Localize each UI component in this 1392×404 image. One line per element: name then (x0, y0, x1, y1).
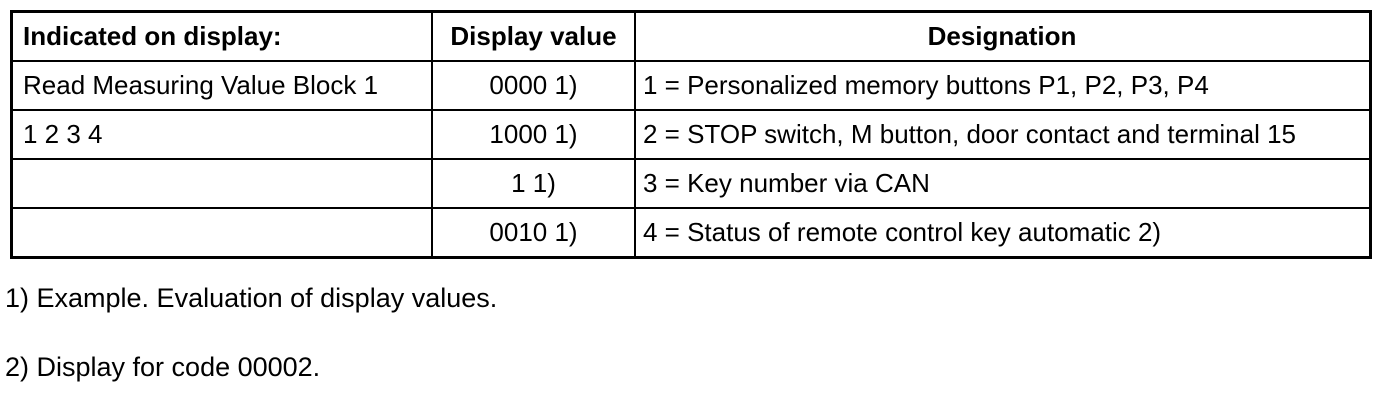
footnote-2: 2) Display for code 00002. (5, 352, 321, 382)
column-header-display-value: Display value (431, 10, 636, 62)
table-row: 1 2 3 4 1000 1) 2 = STOP switch, M butto… (10, 109, 1372, 160)
footnote-1: 1) Example. Evaluation of display values… (5, 283, 498, 313)
table-row: 0010 1) 4 = Status of remote control key… (10, 207, 1372, 259)
cell-display-value: 0000 1) (431, 60, 636, 111)
cell-designation: 3 = Key number via CAN (634, 158, 1372, 209)
cell-designation: 2 = STOP switch, M button, door contact … (634, 109, 1372, 160)
cell-display-value: 1 1) (431, 158, 636, 209)
cell-display-value: 0010 1) (431, 207, 636, 259)
table-row: Read Measuring Value Block 1 0000 1) 1 =… (10, 60, 1372, 111)
table-row: 1 1) 3 = Key number via CAN (10, 158, 1372, 209)
cell-indicated: 1 2 3 4 (10, 109, 433, 160)
column-header-indicated-on-display: Indicated on display: (10, 10, 433, 62)
cell-indicated (10, 158, 433, 209)
display-values-table: Indicated on display: Display value Desi… (10, 10, 1372, 259)
cell-display-value: 1000 1) (431, 109, 636, 160)
cell-indicated: Read Measuring Value Block 1 (10, 60, 433, 111)
cell-designation: 4 = Status of remote control key automat… (634, 207, 1372, 259)
cell-indicated (10, 207, 433, 259)
cell-designation: 1 = Personalized memory buttons P1, P2, … (634, 60, 1372, 111)
table-header-row: Indicated on display: Display value Desi… (10, 10, 1372, 62)
column-header-designation: Designation (634, 10, 1372, 62)
